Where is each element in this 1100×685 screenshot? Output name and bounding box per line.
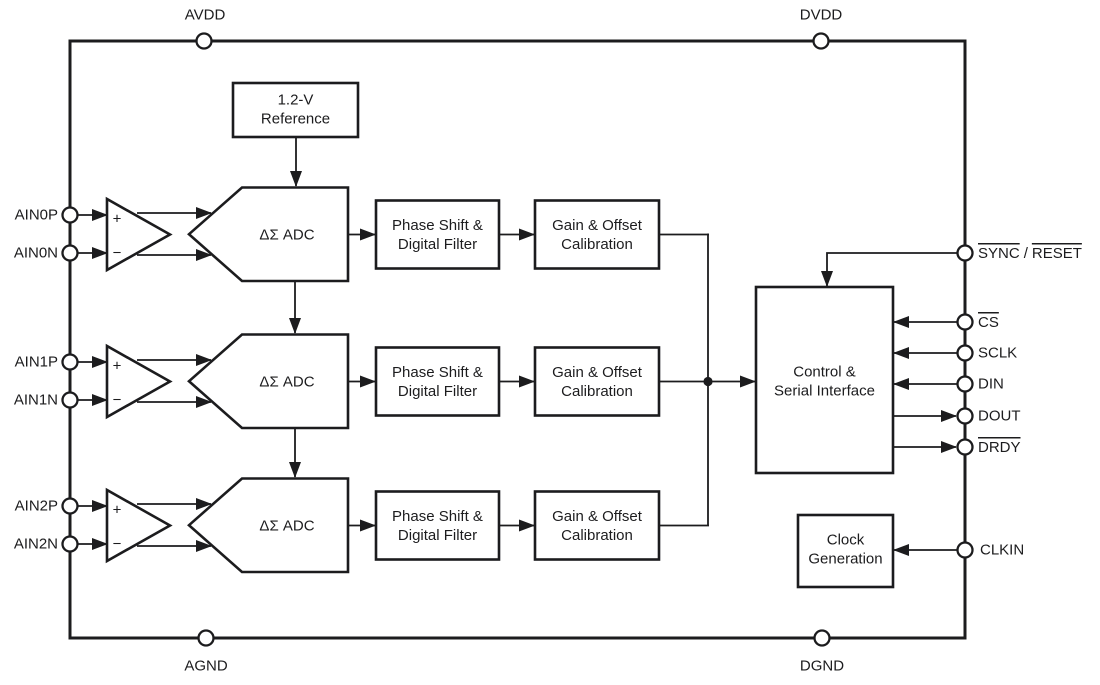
drdy-pin xyxy=(956,438,974,456)
gain-cal-label-2: Calibration xyxy=(561,236,633,253)
ain2n-label: AIN2N xyxy=(14,536,58,553)
sync-reset-wire xyxy=(821,252,957,287)
ain2p-pin xyxy=(61,497,79,515)
amp-minus-label: − xyxy=(113,536,122,553)
gain-cal-label-1: Gain & Offset xyxy=(552,364,643,381)
gain-cal-label-2: Calibration xyxy=(561,527,633,544)
phase-filter-label-1: Phase Shift & xyxy=(392,364,483,381)
channel-0: + − ΔΣ ADC Phase Shift & Digital Filter … xyxy=(14,186,709,283)
phase-filter-label-1: Phase Shift & xyxy=(392,217,483,234)
sclk-label: SCLK xyxy=(978,345,1017,362)
amp-plus-label: + xyxy=(113,358,122,375)
dout-pin xyxy=(956,407,974,425)
ain2n-pin xyxy=(61,535,79,553)
ain1p-pin xyxy=(61,353,79,371)
channel-2: + − ΔΣ ADC Phase Shift & Digital Filter … xyxy=(14,477,709,574)
din-pin xyxy=(956,375,974,393)
clkin-label: CLKIN xyxy=(980,542,1024,559)
ain1n-pin xyxy=(61,391,79,409)
gain-cal-label-1: Gain & Offset xyxy=(552,217,643,234)
clock-label-1: Clock xyxy=(827,532,865,549)
gain-cal-label-2: Calibration xyxy=(561,383,633,400)
adc-label: ΔΣ ADC xyxy=(259,374,314,391)
clock-generation-block xyxy=(796,513,895,589)
ain0n-pin xyxy=(61,244,79,262)
dout-label: DOUT xyxy=(978,408,1021,425)
phase-filter-block xyxy=(374,199,501,270)
amplifier-triangle xyxy=(105,196,173,273)
amp-plus-label: + xyxy=(113,211,122,228)
gain-offset-cal-block xyxy=(533,346,661,417)
din-label: DIN xyxy=(978,376,1004,393)
gain-offset-cal-block xyxy=(533,490,661,561)
reference-label-1: 1.2-V xyxy=(278,92,314,109)
ain1n-label: AIN1N xyxy=(14,392,58,409)
reference-label-2: Reference xyxy=(261,111,330,128)
control-serial-interface-block xyxy=(754,285,895,475)
reference-block xyxy=(231,81,360,139)
channel-1: + − ΔΣ ADC Phase Shift & Digital Filter … xyxy=(14,333,709,430)
avdd-label: AVDD xyxy=(185,7,226,24)
dgnd-label: DGND xyxy=(800,658,844,675)
amp-minus-label: − xyxy=(113,392,122,409)
phase-filter-label-2: Digital Filter xyxy=(398,383,477,400)
gain-cal-label-1: Gain & Offset xyxy=(552,508,643,525)
ain0p-pin xyxy=(61,206,79,224)
clock-label-2: Generation xyxy=(808,551,882,568)
amplifier-triangle xyxy=(105,343,173,420)
amp-minus-label: − xyxy=(113,245,122,262)
avdd-pin xyxy=(195,32,213,50)
ain1p-label: AIN1P xyxy=(15,354,58,371)
dgnd-pin xyxy=(813,629,831,647)
agnd-label: AGND xyxy=(184,658,228,675)
sync-reset-label: SYNC/RESET xyxy=(978,245,1082,262)
chip-outline xyxy=(68,39,967,640)
phase-filter-label-1: Phase Shift & xyxy=(392,508,483,525)
amplifier-triangle xyxy=(105,487,173,564)
adc-label: ΔΣ ADC xyxy=(259,227,314,244)
phase-filter-label-2: Digital Filter xyxy=(398,236,477,253)
control-label-2: Serial Interface xyxy=(774,383,875,400)
sclk-pin xyxy=(956,344,974,362)
drdy-label: DRDY xyxy=(978,439,1021,456)
clkin-pin xyxy=(956,541,974,559)
dvdd-pin xyxy=(812,32,830,50)
cs-label: CS xyxy=(978,314,999,331)
ain0p-label: AIN0P xyxy=(15,207,58,224)
cs-pin xyxy=(956,313,974,331)
amp-plus-label: + xyxy=(113,502,122,519)
agnd-pin xyxy=(197,629,215,647)
adc-label: ΔΣ ADC xyxy=(259,518,314,535)
phase-filter-label-2: Digital Filter xyxy=(398,527,477,544)
gain-offset-cal-block xyxy=(533,199,661,270)
phase-filter-block xyxy=(374,346,501,417)
control-label-1: Control & xyxy=(793,364,856,381)
sync-reset-pin xyxy=(956,244,974,262)
ain0n-label: AIN0N xyxy=(14,245,58,262)
phase-filter-block xyxy=(374,490,501,561)
ain2p-label: AIN2P xyxy=(15,498,58,515)
delta-sigma-adc-block xyxy=(187,477,350,574)
dvdd-label: DVDD xyxy=(800,7,843,24)
